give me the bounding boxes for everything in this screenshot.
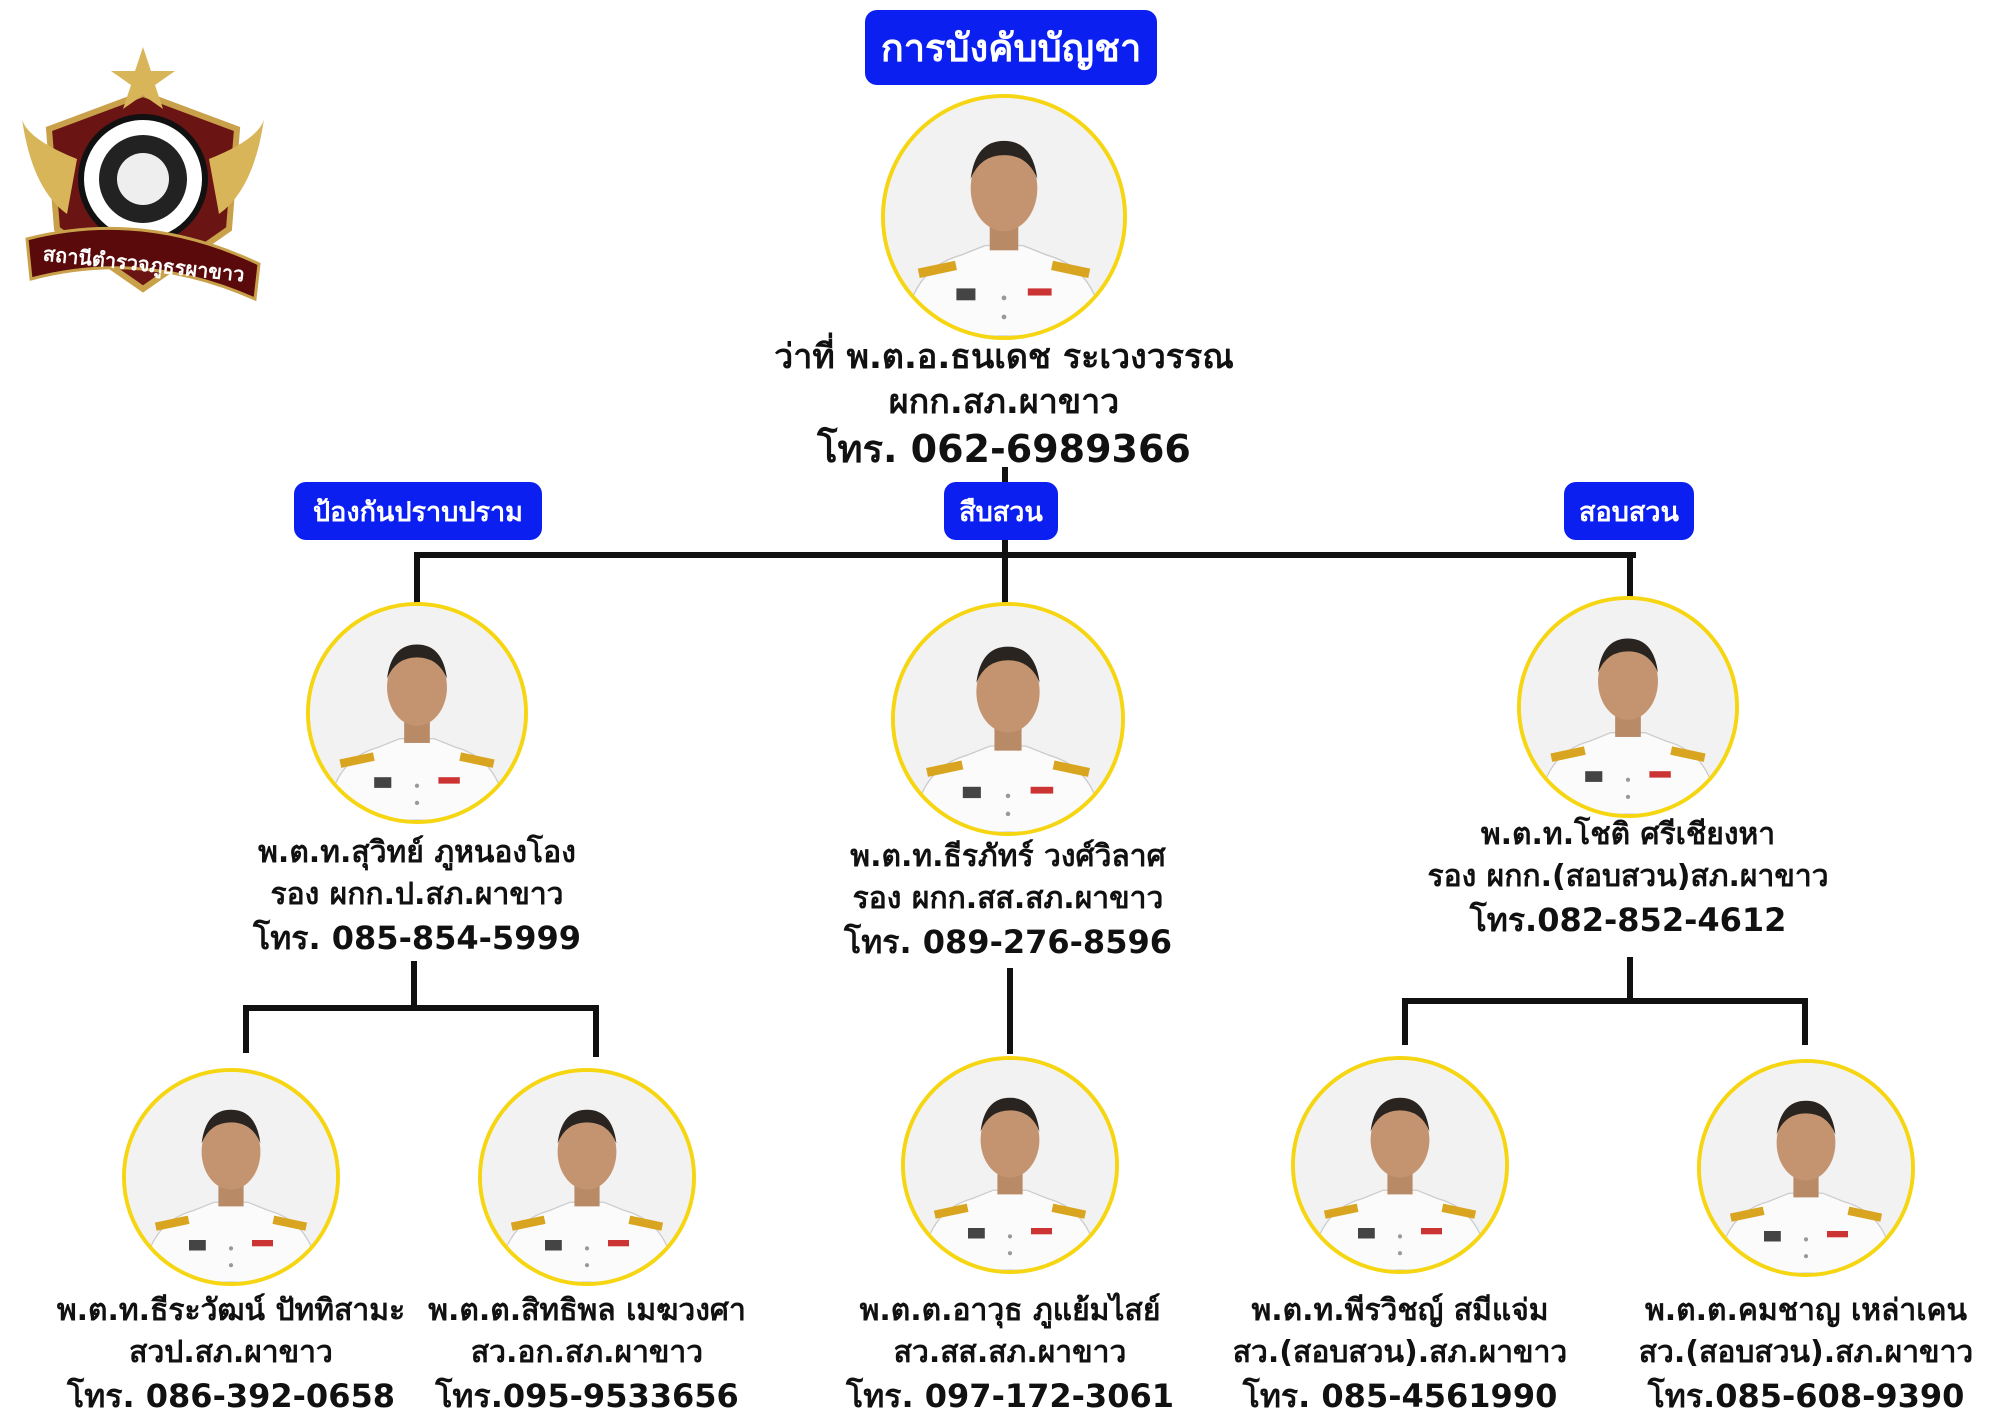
connector-line <box>1627 552 1633 600</box>
person-position: สว.(สอบสวน).สภ.ผาขาว <box>1638 1335 1974 1370</box>
person-photo <box>1291 1056 1509 1274</box>
connector-line <box>1802 998 1808 1045</box>
person-name: พ.ต.ต.อาวุธ ภูแย้มไสย์ <box>859 1293 1161 1328</box>
person-phone: โทร. 086-392-0658 <box>67 1377 395 1415</box>
person-position: สวป.สภ.ผาขาว <box>129 1335 333 1370</box>
division-badge-investigation: สืบสวน <box>944 482 1058 540</box>
connector-line <box>1402 998 1808 1004</box>
connector-line <box>243 1005 249 1053</box>
division-badge-inquiry: สอบสวน <box>1564 482 1694 540</box>
person-name: พ.ต.ต.คมชาญ เหล่าเคน <box>1644 1293 1968 1328</box>
person-photo <box>1517 596 1739 818</box>
person-phone: โทร. 085-4561990 <box>1242 1377 1558 1415</box>
person-name: พ.ต.ท.ธีรภัทร์ วงศ์วิลาศ <box>850 839 1166 874</box>
person-position: รอง ผกก.(สอบสวน)สภ.ผาขาว <box>1427 859 1829 894</box>
page-title: การบังคับบัญชา <box>865 10 1157 85</box>
station-logo: สถานีตำรวจภูธรผาขาว <box>19 39 267 305</box>
person-photo <box>891 602 1125 836</box>
person-name: พ.ต.ท.โชติ ศรีเชียงหา <box>1480 817 1776 852</box>
person-photo <box>122 1068 340 1286</box>
connector-line <box>1007 968 1013 1054</box>
person-phone: โทร.085-608-9390 <box>1647 1377 1965 1415</box>
person-name: พ.ต.ท.ธีระวัฒน์ ปัททิสามะ <box>56 1293 406 1328</box>
person-phone: โทร.082-852-4612 <box>1469 901 1787 939</box>
division-badge-prevention: ป้องกันปราบปราม <box>294 482 542 540</box>
person-position: รอง ผกก.ป.สภ.ผาขาว <box>270 877 564 912</box>
person-name: พ.ต.ต.สิทธิพล เมฆวงศา <box>428 1293 746 1328</box>
person-name: พ.ต.ท.พีรวิชญ์ สมีแจ่ม <box>1251 1293 1549 1328</box>
person-position: สว.(สอบสวน).สภ.ผาขาว <box>1232 1335 1568 1370</box>
person-position: รอง ผกก.สส.สภ.ผาขาว <box>852 881 1164 916</box>
person-phone: โทร. 089-276-8596 <box>844 923 1172 961</box>
connector-line <box>1002 552 1008 604</box>
person-name: ว่าที่ พ.ต.อ.ธนเดช ระเวงวรรณ <box>774 337 1234 377</box>
person-position: ผกก.สภ.ผาขาว <box>888 382 1120 422</box>
connector-line <box>414 552 1636 558</box>
person-name: พ.ต.ท.สุวิทย์ ภูหนองโอง <box>258 835 576 870</box>
person-photo <box>478 1068 696 1286</box>
connector-line <box>593 1005 599 1057</box>
person-phone: โทร.095-9533656 <box>435 1377 739 1415</box>
person-photo <box>901 1056 1119 1274</box>
connector-line <box>414 552 420 604</box>
person-phone: โทร. 097-172-3061 <box>846 1377 1174 1415</box>
connector-line <box>1627 957 1633 1001</box>
person-phone: โทร. 062-6989366 <box>817 427 1191 471</box>
person-phone: โทร. 085-854-5999 <box>253 919 581 957</box>
person-photo <box>306 602 528 824</box>
person-photo <box>1697 1059 1915 1277</box>
connector-line <box>243 1005 599 1011</box>
connector-line <box>1402 998 1408 1045</box>
person-position: สว.อก.สภ.ผาขาว <box>470 1335 704 1370</box>
person-position: สว.สส.สภ.ผาขาว <box>893 1335 1127 1370</box>
person-photo <box>881 94 1127 340</box>
connector-line <box>411 961 417 1008</box>
